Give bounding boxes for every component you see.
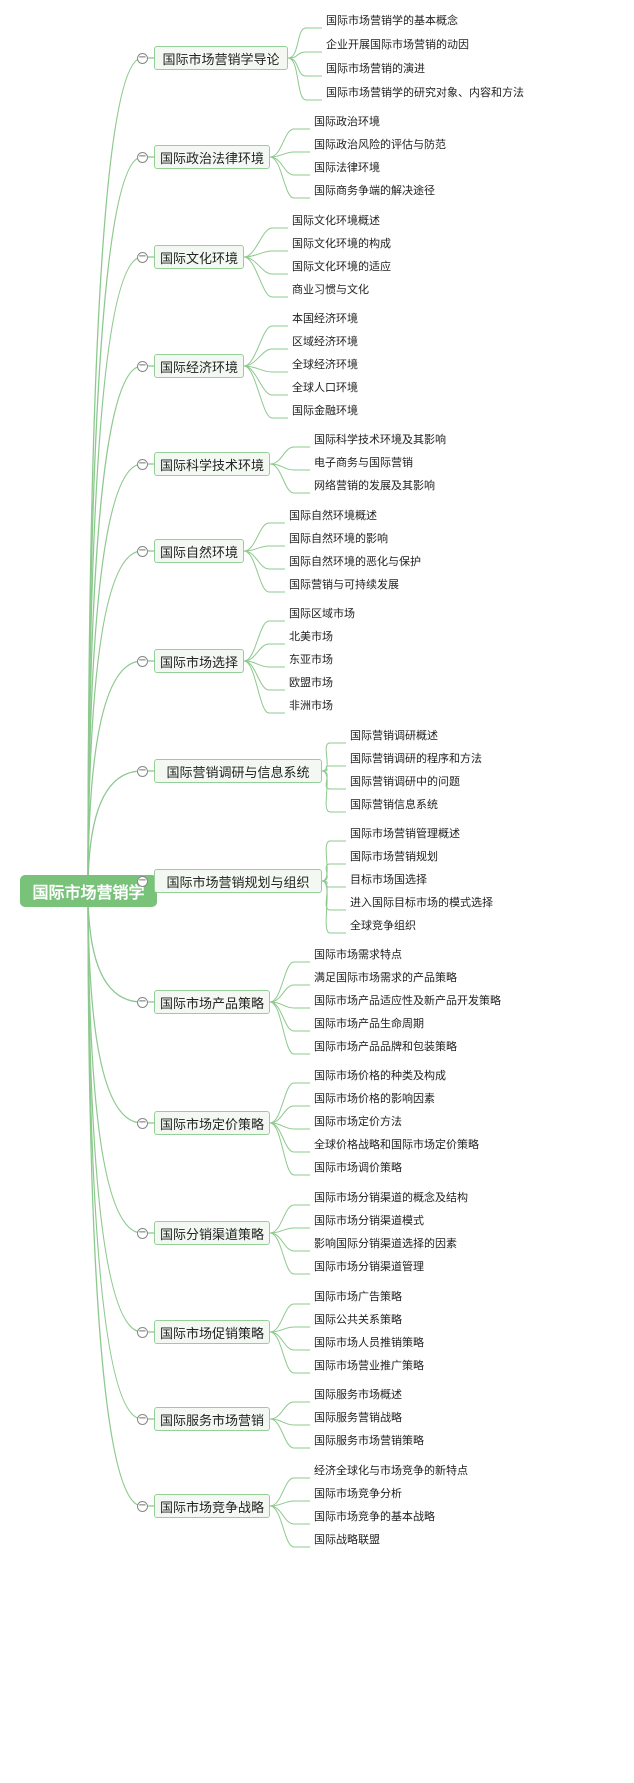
topic-node[interactable]: 国际市场竞争战略 xyxy=(154,1494,270,1518)
collapse-toggle-icon[interactable]: − xyxy=(137,360,148,372)
subtopic-node[interactable]: 欧盟市场 xyxy=(289,676,333,689)
subtopic-node[interactable]: 商业习惯与文化 xyxy=(292,283,369,296)
subtopic-node[interactable]: 国际营销信息系统 xyxy=(350,798,438,811)
subtopic-node[interactable]: 国际市场分销渠道的概念及结构 xyxy=(314,1191,468,1204)
topic-node[interactable]: 国际市场产品策略 xyxy=(154,990,270,1014)
subtopic-node[interactable]: 国际营销调研概述 xyxy=(350,729,438,742)
subtopic-node[interactable]: 区域经济环境 xyxy=(292,335,358,348)
topic-node[interactable]: 国际政治法律环境 xyxy=(154,145,270,169)
subtopic-node[interactable]: 国际自然环境概述 xyxy=(289,509,377,522)
topic-node[interactable]: 国际市场营销学导论 xyxy=(154,46,288,70)
collapse-toggle-icon[interactable]: − xyxy=(137,1117,148,1129)
subtopic-node[interactable]: 国际市场分销渠道模式 xyxy=(314,1214,424,1227)
subtopic-node[interactable]: 国际政治风险的评估与防范 xyxy=(314,138,446,151)
subtopic-node[interactable]: 全球经济环境 xyxy=(292,358,358,371)
subtopic-node[interactable]: 国际市场价格的影响因素 xyxy=(314,1092,435,1105)
subtopic-node[interactable]: 国际市场营销学的研究对象、内容和方法 xyxy=(326,86,524,99)
subtopic-node[interactable]: 国际市场营销规划 xyxy=(350,850,438,863)
subtopic-node[interactable]: 目标市场国选择 xyxy=(350,873,427,886)
collapse-toggle-icon[interactable]: − xyxy=(137,1413,148,1425)
root-topic[interactable]: 国际市场营销学 xyxy=(20,875,157,907)
subtopic-node[interactable]: 国际市场营销的演进 xyxy=(326,62,425,75)
topic-node[interactable]: 国际市场定价策略 xyxy=(154,1111,270,1135)
subtopic-node[interactable]: 满足国际市场需求的产品策略 xyxy=(314,971,457,984)
subtopic-node[interactable]: 国际营销调研中的问题 xyxy=(350,775,460,788)
collapse-toggle-icon[interactable]: − xyxy=(137,765,148,777)
subtopic-node[interactable]: 国际文化环境概述 xyxy=(292,214,380,227)
subtopic-node[interactable]: 企业开展国际市场营销的动因 xyxy=(326,38,469,51)
subtopic-node[interactable]: 进入国际目标市场的模式选择 xyxy=(350,896,493,909)
subtopic-node[interactable]: 非洲市场 xyxy=(289,699,333,712)
subtopic-node[interactable]: 国际市场营业推广策略 xyxy=(314,1359,424,1372)
topic-node[interactable]: 国际经济环境 xyxy=(154,354,244,378)
subtopic-node[interactable]: 国际服务市场营销策略 xyxy=(314,1434,424,1447)
topic-node[interactable]: 国际科学技术环境 xyxy=(154,452,270,476)
subtopic-node[interactable]: 国际市场竞争的基本战略 xyxy=(314,1510,435,1523)
subtopic-node[interactable]: 国际金融环境 xyxy=(292,404,358,417)
subtopic-node[interactable]: 国际商务争端的解决途径 xyxy=(314,184,435,197)
subtopic-node[interactable]: 全球竞争组织 xyxy=(350,919,416,932)
subtopic-node[interactable]: 国际市场产品品牌和包装策略 xyxy=(314,1040,457,1053)
collapse-toggle-icon[interactable]: − xyxy=(137,996,148,1008)
subtopic-node[interactable]: 电子商务与国际营销 xyxy=(314,456,413,469)
collapse-toggle-icon[interactable]: − xyxy=(137,1326,148,1338)
subtopic-node[interactable]: 国际科学技术环境及其影响 xyxy=(314,433,446,446)
subtopic-node[interactable]: 本国经济环境 xyxy=(292,312,358,325)
collapse-toggle-icon[interactable]: − xyxy=(137,1227,148,1239)
subtopic-node[interactable]: 国际法律环境 xyxy=(314,161,380,174)
subtopic-node[interactable]: 国际市场调价策略 xyxy=(314,1161,402,1174)
subtopic-node[interactable]: 国际服务营销战略 xyxy=(314,1411,402,1424)
collapse-toggle-icon[interactable]: − xyxy=(137,875,148,887)
subtopic-node[interactable]: 国际战略联盟 xyxy=(314,1533,380,1546)
subtopic-node[interactable]: 国际市场价格的种类及构成 xyxy=(314,1069,446,1082)
subtopic-node[interactable]: 国际公共关系策略 xyxy=(314,1313,402,1326)
topic-node[interactable]: 国际市场选择 xyxy=(154,649,244,673)
topic-node[interactable]: 国际市场促销策略 xyxy=(154,1320,270,1344)
subtopic-node[interactable]: 国际市场营销学的基本概念 xyxy=(326,14,458,27)
topic-node[interactable]: 国际市场营销规划与组织 xyxy=(154,869,322,893)
subtopic-node[interactable]: 国际营销与可持续发展 xyxy=(289,578,399,591)
subtopic-node[interactable]: 国际政治环境 xyxy=(314,115,380,128)
subtopic-node[interactable]: 经济全球化与市场竞争的新特点 xyxy=(314,1464,468,1477)
subtopic-node[interactable]: 全球人口环境 xyxy=(292,381,358,394)
subtopic-node[interactable]: 国际区域市场 xyxy=(289,607,355,620)
topic-node[interactable]: 国际文化环境 xyxy=(154,245,244,269)
subtopic-node[interactable]: 影响国际分销渠道选择的因素 xyxy=(314,1237,457,1250)
subtopic-node[interactable]: 国际市场定价方法 xyxy=(314,1115,402,1128)
collapse-toggle-icon[interactable]: − xyxy=(137,251,148,263)
subtopic-node[interactable]: 国际市场营销管理概述 xyxy=(350,827,460,840)
subtopic-node[interactable]: 国际市场产品生命周期 xyxy=(314,1017,424,1030)
collapse-toggle-icon[interactable]: − xyxy=(137,458,148,470)
subtopic-node[interactable]: 国际市场人员推销策略 xyxy=(314,1336,424,1349)
subtopic-node[interactable]: 国际营销调研的程序和方法 xyxy=(350,752,482,765)
subtopic-node[interactable]: 全球价格战略和国际市场定价策略 xyxy=(314,1138,479,1151)
collapse-toggle-icon[interactable]: − xyxy=(137,151,148,163)
subtopic-node[interactable]: 国际市场分销渠道管理 xyxy=(314,1260,424,1273)
subtopic-node[interactable]: 网络营销的发展及其影响 xyxy=(314,479,435,492)
collapse-toggle-icon[interactable]: − xyxy=(137,545,148,557)
collapse-toggle-icon[interactable]: − xyxy=(137,655,148,667)
collapse-toggle-icon[interactable]: − xyxy=(137,1500,148,1512)
subtopic-node[interactable]: 国际市场需求特点 xyxy=(314,948,402,961)
topic-node[interactable]: 国际服务市场营销 xyxy=(154,1407,270,1431)
subtopic-node[interactable]: 国际自然环境的影响 xyxy=(289,532,388,545)
subtopic-node[interactable]: 国际市场产品适应性及新产品开发策略 xyxy=(314,994,501,1007)
subtopic-node[interactable]: 国际自然环境的恶化与保护 xyxy=(289,555,421,568)
subtopic-node[interactable]: 东亚市场 xyxy=(289,653,333,666)
subtopic-node[interactable]: 国际市场广告策略 xyxy=(314,1290,402,1303)
collapse-toggle-icon[interactable]: − xyxy=(137,52,148,64)
subtopic-node[interactable]: 国际文化环境的构成 xyxy=(292,237,391,250)
subtopic-node[interactable]: 国际服务市场概述 xyxy=(314,1388,402,1401)
topic-node[interactable]: 国际营销调研与信息系统 xyxy=(154,759,322,783)
topic-node[interactable]: 国际分销渠道策略 xyxy=(154,1221,270,1245)
subtopic-node[interactable]: 国际市场竞争分析 xyxy=(314,1487,402,1500)
topic-node[interactable]: 国际自然环境 xyxy=(154,539,244,563)
subtopic-node[interactable]: 国际文化环境的适应 xyxy=(292,260,391,273)
subtopic-node[interactable]: 北美市场 xyxy=(289,630,333,643)
